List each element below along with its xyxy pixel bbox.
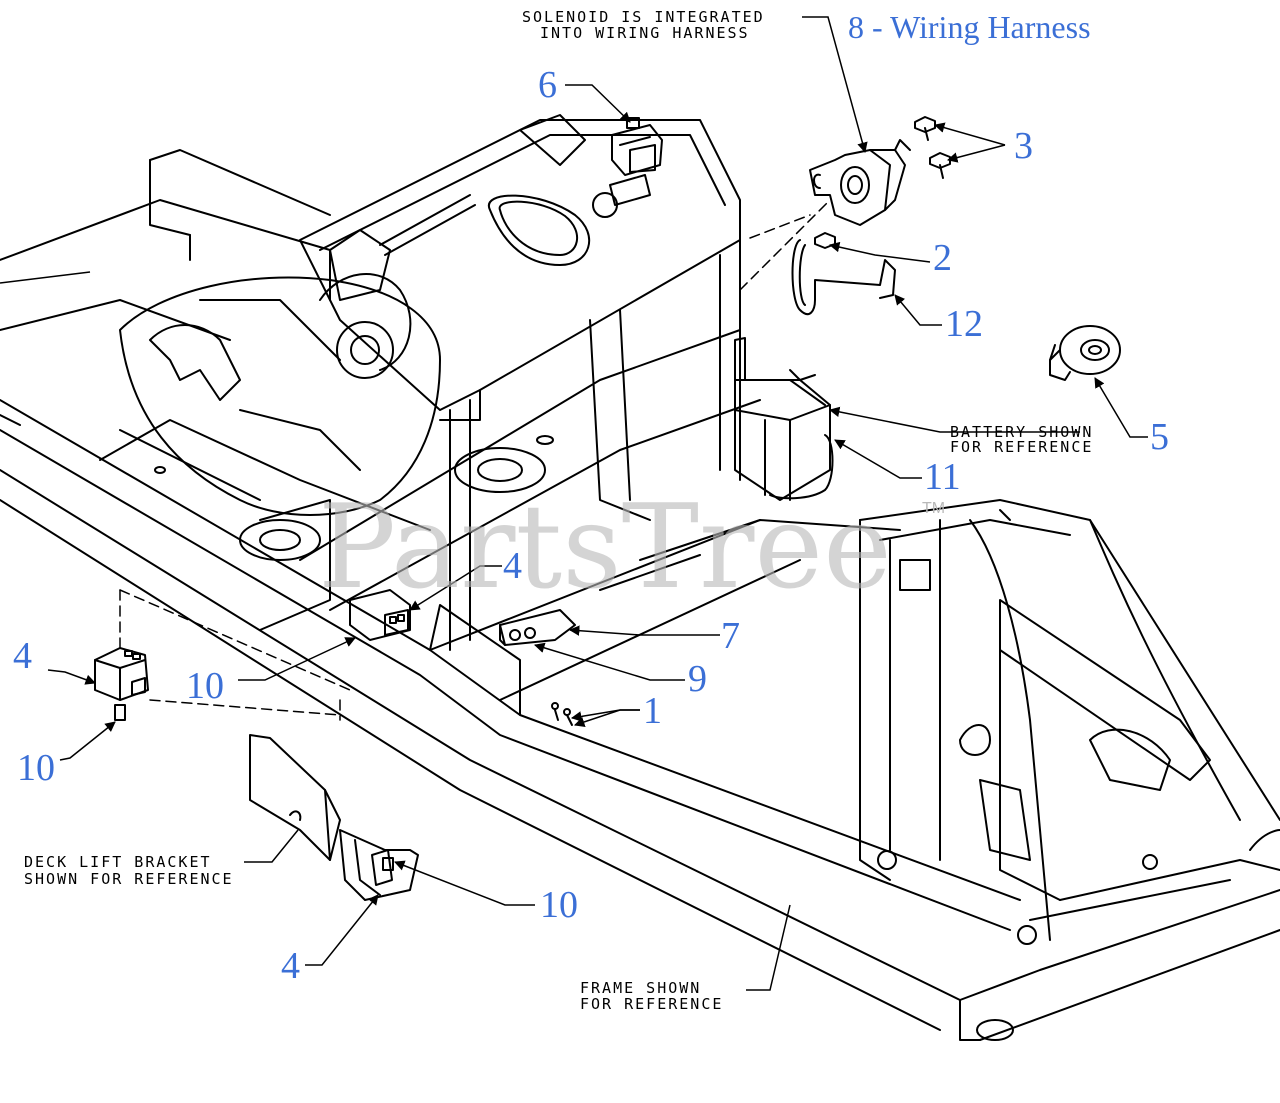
bolts-3 (914, 116, 951, 179)
callout-4-switch[interactable]: 4 (503, 545, 522, 587)
left-switch (94, 647, 149, 721)
note-frame-line2: FOR REFERENCE (580, 995, 724, 1013)
rear-frame (859, 499, 1280, 1041)
callout-12[interactable]: 12 (945, 303, 983, 345)
watermark: PartsTree (318, 480, 892, 615)
callout-1[interactable]: 1 (643, 690, 662, 732)
note-battery-line1: BATTERY SHOWN (950, 423, 1094, 441)
watermark-trademark: TM (922, 500, 946, 517)
callout-9[interactable]: 9 (688, 658, 707, 700)
callout-2[interactable]: 2 (933, 237, 952, 279)
bolt-and-clip (791, 232, 896, 316)
assembly-lines (119, 199, 831, 721)
title-number: 8 (848, 9, 864, 45)
callout-10-mid[interactable]: 10 (186, 665, 224, 707)
callout-3[interactable]: 3 (1014, 125, 1033, 167)
diagram-title: 8 - Wiring Harness (848, 10, 1091, 44)
callout-4-bottom[interactable]: 4 (281, 945, 300, 987)
latch-plate (499, 609, 576, 726)
callout-10-left[interactable]: 10 (17, 747, 55, 789)
deck-lift-bracket (249, 734, 419, 901)
callout-5[interactable]: 5 (1150, 416, 1169, 458)
callout-6[interactable]: 6 (538, 64, 557, 106)
round-switch (1049, 325, 1121, 381)
frame-switch (349, 589, 411, 641)
callout-11[interactable]: 11 (924, 456, 961, 498)
callout-7[interactable]: 7 (721, 615, 740, 657)
dash-console (299, 114, 741, 651)
key-switch (611, 117, 663, 176)
note-solenoid-line1: SOLENOID IS INTEGRATED (522, 8, 765, 26)
note-battery-line2: FOR REFERENCE (950, 438, 1094, 456)
battery (734, 337, 834, 501)
floor-holes (154, 435, 761, 591)
solenoid (809, 139, 911, 226)
callout-10-bottom[interactable]: 10 (540, 884, 578, 926)
note-solenoid-line2: INTO WIRING HARNESS (540, 24, 750, 42)
callout-4-left[interactable]: 4 (13, 635, 32, 677)
note-deck-line1: DECK LIFT BRACKET (24, 853, 212, 871)
leader-lines (0, 16, 1148, 991)
title-text: - Wiring Harness (872, 9, 1091, 45)
note-deck-line2: SHOWN FOR REFERENCE (24, 870, 234, 888)
note-frame-line1: FRAME SHOWN (580, 979, 702, 997)
lift-plate (119, 229, 441, 516)
